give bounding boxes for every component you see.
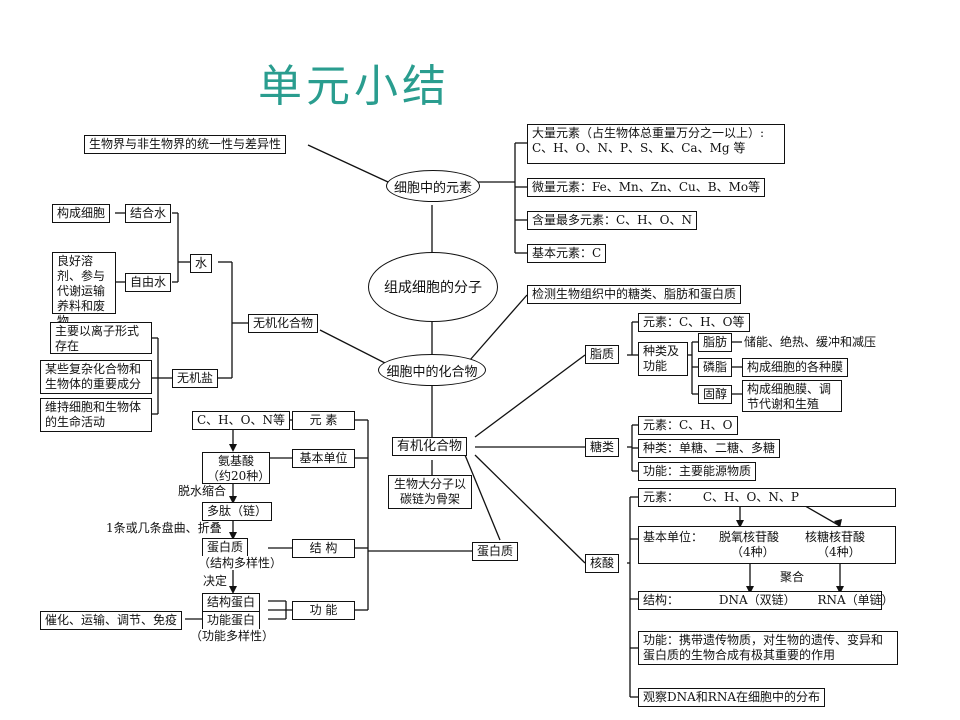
functional-diversity: （功能多样性） (190, 629, 275, 643)
detect-box: 检测生物组织中的糖类、脂肪和蛋白质 (527, 285, 742, 304)
water-box: 水 (190, 254, 213, 273)
sterol-function: 构成细胞膜、调节代谢和生殖 (742, 380, 842, 412)
lipid-elements-box: 元素：C、H、O等 (638, 313, 750, 332)
observe-box: 观察DNA和RNA在细胞中的分布 (638, 688, 825, 707)
sugar-kinds-box: 种类：单糖、二糖、多糖 (638, 439, 781, 458)
salt-box: 无机盐 (172, 369, 219, 388)
phospholipid-box: 磷脂 (698, 358, 733, 377)
dna-unit-count: （4种） (731, 545, 775, 559)
free-water-box: 自由水 (125, 273, 172, 292)
rna-unit-count: （4种） (817, 545, 861, 559)
compound-node: 细胞中的化合物 (378, 354, 486, 386)
nucleic-elements-box: 元素： C、H、O、N、P (638, 488, 896, 507)
macro-line-1: 大量元素（占生物体总重量万分之一以上）: (532, 126, 765, 140)
fat-function: 储能、绝热、缓冲和减压 (744, 335, 877, 349)
protein-element-label: 元 素 (292, 411, 355, 430)
sugar-box: 糖类 (585, 438, 620, 457)
protein-node-box: 蛋白质 (472, 542, 519, 561)
center-node: 组成细胞的分子 (368, 252, 498, 322)
protein-function-list: 催化、运输、调节、免疫 (40, 611, 183, 630)
structural-protein-box: 结构蛋白 (202, 593, 261, 612)
bound-water-box: 结合水 (125, 204, 172, 223)
protein-elements: C、H、O、N等 (192, 411, 290, 430)
protein-structure-label: 结 构 (292, 539, 355, 558)
lipid-kinds-box: 种类及功能 (638, 342, 688, 376)
most-elements-box: 含量最多元素：C、H、O、N (527, 211, 697, 230)
macro-line-2: C、H、O、N、P、S、K、Ca、Mg 等 (532, 141, 746, 155)
salt-function-3: 维持细胞和生物体的生命活动 (40, 398, 152, 432)
nucleic-unit-box: 基本单位： 脱氧核苷酸 （4种） 核糖核苷酸 （4种） (638, 526, 896, 564)
nucleic-structure-box: 结构： DNA（双链） RNA（单链） (638, 591, 894, 610)
amino-acid-box: 氨基酸（约20种） (202, 452, 270, 484)
nucleic-box: 核酸 (585, 554, 620, 573)
bound-water-function: 构成细胞 (52, 204, 111, 223)
fat-box: 脂肪 (698, 333, 733, 352)
lipid-box: 脂质 (585, 345, 620, 364)
free-water-function: 良好溶剂、参与代谢运输养料和废物 (52, 252, 116, 328)
protein-function-label: 功 能 (292, 601, 355, 620)
structural-diversity: （结构多样性） (198, 556, 283, 570)
polypeptide-box: 多肽（链） (202, 502, 273, 521)
macro-elements-box: 大量元素（占生物体总重量万分之一以上）: C、H、O、N、P、S、K、Ca、Mg… (527, 124, 785, 164)
sugar-function-box: 功能：主要能源物质 (638, 462, 757, 481)
macromolecule-box: 生物大分子以碳链为骨架 (388, 475, 472, 509)
dna-unit: 脱氧核苷酸 (719, 530, 780, 544)
protein-unit-label: 基本单位 (292, 449, 355, 468)
basic-element-box: 基本元素：C (527, 244, 607, 263)
page-title: 单元小结 (258, 61, 450, 112)
dehydration-label: 脱水缩合 (178, 484, 227, 498)
dna-structure: DNA（双链） (718, 593, 796, 607)
phospholipid-function: 构成细胞的各种膜 (742, 358, 849, 377)
inorganic-box: 无机化合物 (248, 314, 319, 333)
nucleic-structure-label: 结构： (643, 593, 680, 607)
rna-structure: RNA（单链） (817, 593, 894, 607)
sugar-elements-box: 元素：C、H、O (638, 416, 738, 435)
functional-protein-box: 功能蛋白 (202, 611, 261, 630)
element-node: 细胞中的元素 (386, 170, 480, 202)
nucleic-elements-value: C、H、O、N、P (702, 490, 799, 504)
salt-function-1: 主要以离子形式存在 (50, 322, 152, 354)
sterol-box: 固醇 (698, 385, 733, 404)
nucleic-elements-label: 元素： (643, 490, 680, 504)
micro-elements-box: 微量元素：Fe、Mn、Zn、Cu、B、Mo等 (527, 178, 766, 197)
polymerize-label: 聚合 (780, 570, 805, 584)
nucleic-function-box: 功能：携带遗传物质，对生物的遗传、变异和蛋白质的生物合成有极其重要的作用 (638, 631, 898, 665)
unity-box: 生物界与非生物界的统一性与差异性 (84, 135, 287, 154)
folding-label: 1条或几条盘曲、折叠 (106, 521, 222, 535)
salt-function-2: 某些复杂化合物和生物体的重要成分 (40, 360, 152, 394)
protein-box: 蛋白质 (202, 538, 249, 557)
determine-label: 决定 (203, 574, 228, 588)
rna-unit: 核糖核苷酸 (805, 530, 866, 544)
organic-box: 有机化合物 (392, 437, 468, 456)
nucleic-unit-label: 基本单位： (643, 530, 704, 544)
